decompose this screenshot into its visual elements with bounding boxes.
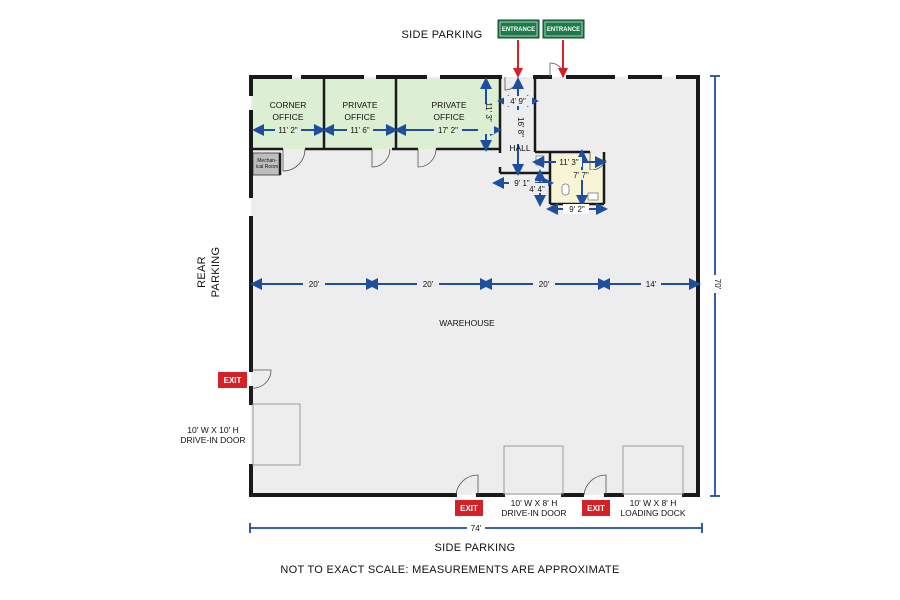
- drive-in-door-rear-label-line2: DRIVE-IN DOOR: [180, 435, 245, 445]
- dim-label-vestibule-depth: 4' 4": [529, 185, 545, 194]
- drive-in-door-rear: [252, 403, 301, 466]
- dim-label-warehouse-seg-2: 20': [423, 280, 434, 289]
- mechanical-room-label-line2: ical Room: [256, 164, 278, 170]
- room-private-office-1-line1: PRIVATE: [342, 100, 377, 110]
- entrance-sign-1-text: ENTRANCE: [502, 27, 535, 33]
- dim-label-vestibule-width: 9' 1": [514, 179, 530, 188]
- toilet: [561, 183, 570, 196]
- hall-label: HALL: [509, 143, 531, 153]
- vestibule-sink: [535, 155, 545, 166]
- entrance-sign-1: [497, 19, 540, 39]
- dim-label-total-depth: 70': [713, 279, 722, 290]
- room-corner-office-line2: OFFICE: [272, 112, 303, 122]
- dim-label-corner-office: 11' 2": [278, 126, 298, 135]
- side-parking-bottom-label: SIDE PARKING: [434, 542, 515, 554]
- corner-office-area: [253, 79, 324, 149]
- drive-in-door-rear-label-line1: 10' W X 10' H: [187, 425, 238, 435]
- room-corner-office-line1: CORNER: [270, 100, 307, 110]
- mechanical-room-label-line1: Mechan-: [257, 158, 277, 164]
- entrance-sign-2-text: ENTRANCE: [547, 27, 580, 33]
- side-parking-top-label: SIDE PARKING: [401, 29, 482, 41]
- exit-sign-rear: [218, 372, 247, 388]
- drive-in-door-bottom-label-line2: DRIVE-IN DOOR: [501, 508, 566, 518]
- room-private-office-2-line1: PRIVATE: [431, 100, 466, 110]
- dim-label-hall-width: 4' 9": [510, 97, 526, 106]
- room-private-office-1-line2: OFFICE: [344, 112, 375, 122]
- exit-sign-bottom-1-text: EXIT: [460, 504, 478, 513]
- dim-label-hall-length: 16' 8": [516, 117, 525, 137]
- warehouse-label: WAREHOUSE: [439, 318, 495, 328]
- dim-label-private-office-2: 17' 2": [438, 126, 458, 135]
- dim-label-total-width: 74': [471, 524, 482, 533]
- dim-label-warehouse-seg-4: 14': [646, 280, 657, 289]
- exit-sign-bottom-2-text: EXIT: [587, 504, 605, 513]
- dim-label-warehouse-seg-1: 20': [309, 280, 320, 289]
- note-text: NOT TO EXACT SCALE: MEASUREMENTS ARE APP…: [280, 564, 619, 576]
- exit-sign-rear-text: EXIT: [224, 376, 242, 385]
- loading-dock-door: [622, 445, 684, 495]
- exit-sign-bottom-2: [582, 500, 610, 516]
- dim-label-warehouse-seg-3: 20': [539, 280, 550, 289]
- dim-label-private-office-1: 11' 6": [350, 126, 370, 135]
- dim-label-restroom-width: 11' 3": [559, 158, 579, 167]
- drive-in-door-bottom: [503, 445, 564, 495]
- loading-dock-label-line2: LOADING DOCK: [620, 508, 686, 518]
- room-private-office-2-line2: OFFICE: [433, 112, 464, 122]
- entrance-sign-2: [542, 19, 585, 39]
- drive-in-door-bottom-label-line1: 10' W X 8' H: [511, 498, 558, 508]
- dim-label-restroom-bottom: 9' 2": [569, 205, 585, 214]
- dim-label-office-depth: 11' 3": [484, 102, 493, 122]
- dim-label-restroom-depth: 7' 7": [573, 171, 589, 180]
- rear-parking-label-line1: REAR: [196, 256, 208, 288]
- loading-dock-label-line1: 10' W X 8' H: [630, 498, 677, 508]
- rear-parking-label-line2: PARKING: [210, 247, 222, 298]
- private-office-1-area: [324, 79, 396, 149]
- sink: [587, 192, 599, 201]
- exit-sign-bottom-1: [455, 500, 483, 516]
